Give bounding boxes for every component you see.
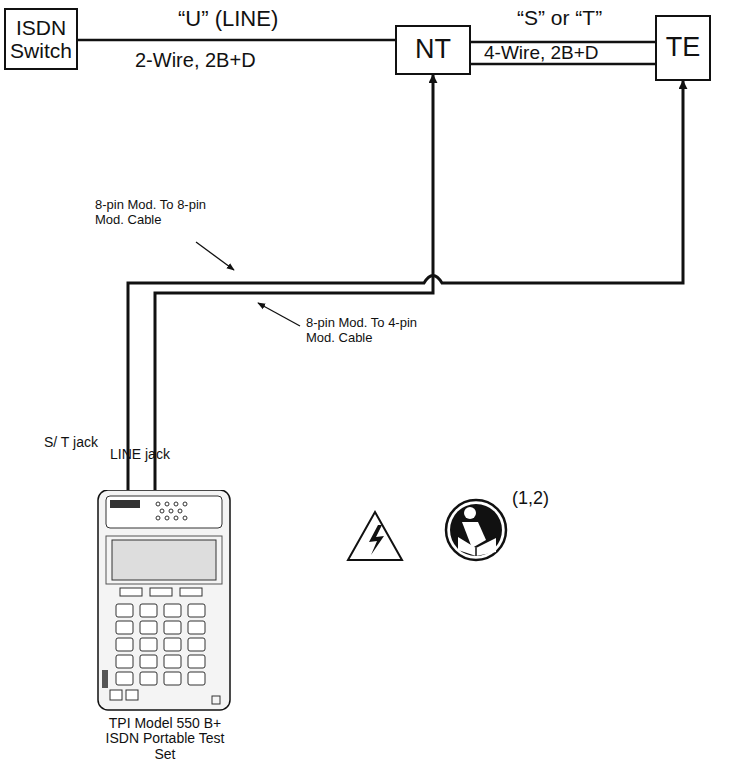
speaker-hole bbox=[165, 502, 169, 506]
speaker-hole bbox=[169, 509, 173, 513]
nt-box: NT bbox=[395, 25, 471, 75]
keypad-key bbox=[188, 621, 205, 634]
soft-key bbox=[180, 588, 202, 596]
bus-wire bbox=[471, 63, 655, 66]
keypad-key bbox=[140, 638, 157, 651]
keypad-key bbox=[140, 655, 157, 668]
wire-spec: 4-Wire, 2B+D bbox=[484, 42, 599, 64]
device-body bbox=[98, 490, 230, 710]
speaker-hole bbox=[183, 516, 187, 520]
warning-symbol bbox=[348, 512, 402, 560]
leader-arrow bbox=[196, 242, 234, 270]
isdn-line bbox=[78, 39, 395, 42]
node-text: ISDN Switch bbox=[9, 16, 73, 62]
jack-label: LINE jack bbox=[110, 446, 170, 462]
speaker-hole bbox=[174, 502, 178, 506]
keypad-key bbox=[164, 604, 181, 617]
device-header bbox=[106, 496, 222, 528]
soft-key bbox=[150, 588, 172, 596]
keypad-key bbox=[188, 672, 205, 685]
speaker-hole bbox=[165, 516, 169, 520]
keypad-key bbox=[140, 621, 157, 634]
speaker-hole bbox=[156, 502, 160, 506]
cable-callout: 8-pin Mod. To 4-pin Mod. Cable bbox=[306, 316, 436, 346]
side-port bbox=[102, 670, 108, 688]
keypad-key bbox=[188, 638, 205, 651]
keypad-key bbox=[164, 672, 181, 685]
node-text: TPI Model 550 B+ ISDN Portable Test Set bbox=[100, 716, 230, 762]
keypad-key bbox=[116, 638, 133, 651]
edge-label: “U” (LINE) bbox=[176, 6, 280, 31]
leader-arrow bbox=[258, 303, 300, 326]
speaker-hole bbox=[160, 509, 164, 513]
cable-callout: 8-pin Mod. To 8-pin Mod. Cable bbox=[95, 198, 215, 228]
test-set: TPI Model 550 B+ ISDN Portable Test Set bbox=[70, 490, 260, 770]
wire-spec: 2-Wire, 2B+D bbox=[135, 49, 256, 72]
soft-key bbox=[120, 588, 142, 596]
node-text: TE bbox=[666, 33, 701, 63]
test-set-illustration bbox=[70, 490, 260, 715]
speaker-hole bbox=[178, 509, 182, 513]
manual-symbol bbox=[446, 500, 506, 560]
keypad-key bbox=[116, 655, 133, 668]
te-box: TE bbox=[655, 15, 711, 81]
keypad-key bbox=[188, 604, 205, 617]
keypad-key bbox=[164, 638, 181, 651]
device-logo bbox=[110, 500, 140, 508]
keypad-key bbox=[188, 655, 205, 668]
keypad-key bbox=[116, 621, 133, 634]
keypad-key bbox=[164, 621, 181, 634]
keypad-key bbox=[164, 655, 181, 668]
node-text: NT bbox=[415, 35, 451, 65]
power-key bbox=[126, 690, 138, 700]
keypad-key bbox=[116, 604, 133, 617]
switch-box: ISDN Switch bbox=[4, 8, 78, 70]
device-screen bbox=[112, 540, 216, 580]
keypad-key bbox=[116, 672, 133, 685]
keypad-key bbox=[140, 672, 157, 685]
keypad-key bbox=[140, 604, 157, 617]
corner-mark bbox=[212, 696, 220, 704]
speaker-hole bbox=[156, 516, 160, 520]
screen-bezel bbox=[106, 536, 222, 584]
speaker-hole bbox=[183, 502, 187, 506]
test-cable bbox=[128, 81, 683, 490]
edge-label: “S” or “T” bbox=[515, 6, 604, 30]
jack-label: S/ T jack bbox=[44, 434, 98, 450]
power-key bbox=[110, 690, 122, 700]
speaker-hole bbox=[174, 516, 178, 520]
callout-number: (1,2) bbox=[512, 488, 549, 509]
